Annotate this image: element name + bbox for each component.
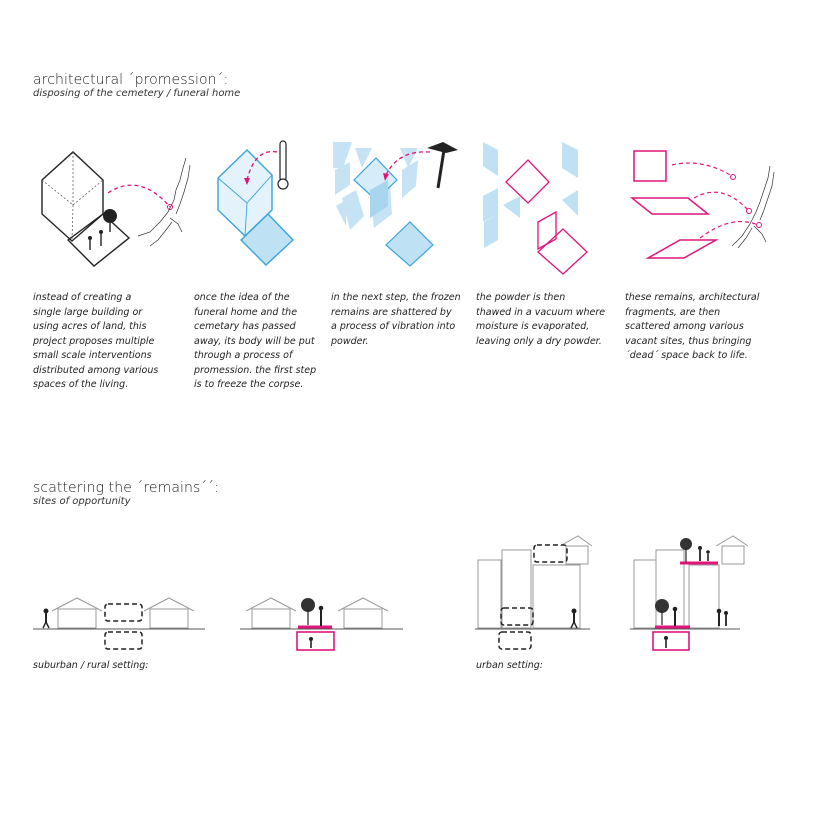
suburban-empty-slot-upper bbox=[104, 603, 143, 622]
urban-intervention-box bbox=[652, 631, 690, 651]
step1-figures-icon bbox=[88, 209, 117, 250]
step3-caption: in the next step, the frozen remains are… bbox=[331, 292, 461, 347]
urban-empty-slot-middle bbox=[500, 607, 534, 626]
step1-site-marker-icon bbox=[167, 204, 173, 210]
step5-fragments-icon bbox=[629, 150, 719, 259]
step2-frozen-building-icon bbox=[217, 149, 294, 266]
step4-caption: the powder is then thawed in a vacuum wh… bbox=[476, 292, 606, 347]
urban-buildings-2-icon bbox=[633, 535, 749, 629]
step2-arrowhead-icon bbox=[244, 178, 250, 185]
suburban-walker-1-icon bbox=[42, 608, 50, 629]
section2-subtitle: sites of opportunity bbox=[33, 496, 131, 507]
urban-people-icon bbox=[664, 546, 728, 648]
step1-arrow-icon bbox=[107, 184, 171, 208]
step1-building-icon bbox=[41, 151, 131, 267]
section1-subtitle: disposing of the cemetery / funeral home bbox=[33, 88, 241, 99]
suburban-people-icon bbox=[309, 605, 324, 648]
step5-map-icon bbox=[731, 165, 775, 249]
step5-arrows-icon bbox=[671, 162, 759, 239]
suburban-houses-1-icon bbox=[51, 597, 195, 629]
step1-caption: instead of creating a single large build… bbox=[33, 292, 159, 390]
thermometer-icon bbox=[277, 140, 289, 190]
urban-empty-slot-bottom bbox=[498, 631, 532, 650]
step2-caption: once the idea of the funeral home and th… bbox=[194, 292, 317, 390]
suburban-intervention-box bbox=[296, 631, 335, 651]
section1-title: architectural ´promession´: bbox=[33, 72, 229, 88]
suburban-empty-slot-lower bbox=[104, 631, 143, 650]
step3-blocks-icon bbox=[353, 157, 434, 267]
suburban-tree-icon bbox=[301, 598, 315, 625]
urban-empty-slot-top bbox=[533, 544, 568, 563]
step5-site-markers-icon bbox=[730, 174, 762, 228]
step1-map-icon bbox=[137, 157, 191, 247]
step2-arrow-icon bbox=[246, 150, 278, 181]
suburban-label: suburban / rural setting: bbox=[33, 660, 149, 671]
step5-caption: these remains, architectural fragments, … bbox=[625, 292, 760, 361]
suburban-houses-2-icon bbox=[245, 597, 389, 629]
urban-trees-icon bbox=[655, 538, 692, 625]
step3-arrowhead-icon bbox=[383, 173, 389, 181]
urban-label: urban setting: bbox=[476, 660, 543, 671]
step4-blocks-icon bbox=[505, 159, 588, 275]
urban-walker-1-icon bbox=[570, 608, 578, 629]
section2-title: scattering the ´remains´´: bbox=[33, 480, 219, 496]
hammer-icon bbox=[427, 142, 458, 189]
step4-shards-icon bbox=[483, 142, 578, 248]
urban-buildings-1-icon bbox=[477, 535, 593, 629]
